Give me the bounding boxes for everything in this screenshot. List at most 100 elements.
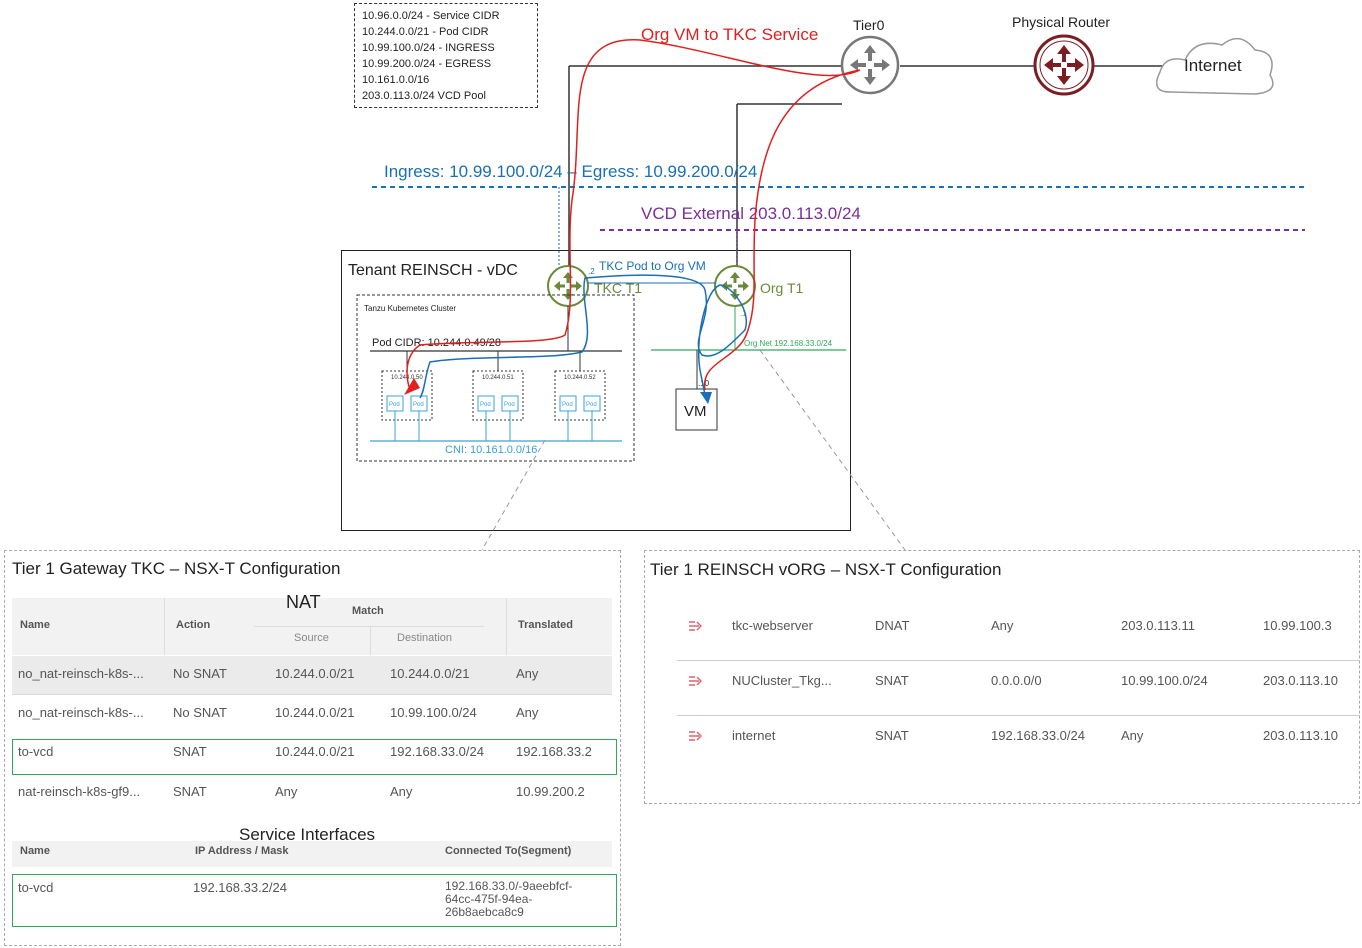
node-label: 10.244.0.51 — [482, 375, 514, 381]
vm-label: VM — [684, 403, 707, 420]
nat-row-source: 10.244.0.0/21 — [275, 744, 355, 759]
vorg-row-action: SNAT — [875, 673, 909, 688]
nat-row-destination: 10.99.100.0/24 — [390, 705, 477, 720]
tkc-cluster-label: Tanzu Kubernetes Cluster — [364, 304, 456, 313]
service-row-connected-1: 192.168.33.0/-9aeebfcf- — [445, 879, 573, 893]
tkc-t1-port-label: .2 — [588, 267, 595, 276]
service-col-ip[interactable]: IP Address / Mask — [195, 845, 289, 857]
vorg-row-destination: 10.99.100.0/24 — [1121, 673, 1208, 688]
vorg-row-action: DNAT — [875, 618, 910, 633]
cidr-legend-item: 203.0.113.0/24 VCD Pool — [362, 90, 486, 102]
cidr-legend-item: 10.161.0.0/16 — [362, 74, 430, 86]
tier0-router-icon — [840, 35, 900, 95]
vorg-row-name[interactable]: NUCluster_Tkg... — [732, 673, 832, 688]
org-t1-port-label: .1 — [740, 309, 747, 318]
service-col-name[interactable]: Name — [20, 845, 50, 857]
pod-label: Pod — [562, 402, 573, 408]
pod-label: Pod — [480, 402, 491, 408]
vorg-gateway-panel-title: Tier 1 REINSCH vORG – NSX-T Configuratio… — [650, 560, 1002, 579]
org-vm-to-tkc-service-path — [406, 39, 861, 391]
service-col-connected[interactable]: Connected To(Segment) — [445, 845, 572, 857]
vcd-external-label: VCD External 203.0.113.0/24 — [641, 204, 861, 223]
nat-row-name[interactable]: no_nat-reinsch-k8s-... — [18, 705, 144, 720]
cidr-legend-item: 10.99.200.0/24 - EGRESS — [362, 58, 492, 70]
vorg-row-name[interactable]: internet — [732, 728, 776, 743]
nat-row-action: SNAT — [173, 744, 207, 759]
nat-row-action: SNAT — [173, 784, 207, 799]
cidr-legend-item: 10.244.0.0/21 - Pod CIDR — [362, 26, 489, 38]
nat-row-action: No SNAT — [173, 705, 227, 720]
ingress-egress-label: Ingress: 10.99.100.0/24 – Egress: 10.99.… — [384, 162, 757, 181]
vorg-row-source: 192.168.33.0/24 — [991, 728, 1085, 743]
pod-cidr-label: Pod CIDR: 10.244.0.49/28 — [372, 337, 501, 349]
pod-label: Pod — [586, 402, 597, 408]
nat-heading: NAT — [286, 592, 321, 612]
vorg-gateway-panel — [644, 550, 1360, 804]
cni-label: CNI: 10.161.0.0/16 — [445, 444, 537, 456]
nat-row-name[interactable]: nat-reinsch-k8s-gf9... — [18, 784, 141, 799]
cidr-legend: 10.96.0.0/24 - Service CIDR 10.244.0.0/2… — [354, 3, 538, 108]
pod-label: Pod — [389, 402, 400, 408]
tier0-label: Tier0 — [853, 17, 885, 33]
vorg-row-destination: 203.0.113.11 — [1121, 618, 1195, 633]
node-0: 10.244.0.50 Pod Pod — [381, 351, 433, 441]
nat-row-destination: 10.244.0.0/21 — [390, 666, 470, 681]
callout-line-right — [759, 349, 906, 551]
vorg-row-translated: 10.99.100.3 — [1263, 618, 1332, 633]
tkc-cluster-box — [356, 294, 635, 462]
tenant-label: Tenant REINSCH - vDC — [348, 262, 518, 279]
nat-rule-icon — [689, 676, 702, 686]
vm-nic-label: .10 — [698, 379, 710, 388]
node-2: 10.244.0.52 Pod Pod — [554, 351, 606, 441]
internet-label: Internet — [1184, 56, 1242, 75]
physical-router-label: Physical Router — [1012, 14, 1110, 30]
to-vcd-nat-highlight — [12, 739, 617, 775]
vorg-row-translated: 203.0.113.10 — [1263, 728, 1338, 743]
node-label: 10.244.0.52 — [564, 375, 596, 381]
service-row-ip: 192.168.33.2/24 — [193, 880, 287, 895]
nat-row-name[interactable]: to-vcd — [18, 744, 54, 759]
vorg-row-source: 0.0.0.0/0 — [991, 673, 1042, 688]
cidr-legend-item: 10.99.100.0/24 - INGRESS — [362, 42, 495, 54]
nat-row-source: 10.244.0.0/21 — [275, 705, 355, 720]
tkc-t1-label: TKC T1 — [594, 280, 642, 296]
col-translated[interactable]: Translated — [518, 619, 574, 631]
tenant-vdc-box — [341, 250, 851, 531]
to-vcd-service-highlight — [12, 874, 617, 927]
service-row-name[interactable]: to-vcd — [18, 880, 54, 895]
nat-row-translated: Any — [516, 705, 539, 720]
nat-row-name[interactable]: no_nat-reinsch-k8s-... — [18, 666, 144, 681]
vorg-row-destination: Any — [1121, 728, 1144, 743]
nat-row-action: No SNAT — [173, 666, 227, 681]
nat-row-source: 10.244.0.0/21 — [275, 666, 355, 681]
nat-row-translated: 192.168.33.2 — [516, 744, 592, 759]
nat-row-translated: 10.99.200.2 — [516, 784, 585, 799]
col-destination[interactable]: Destination — [397, 632, 453, 644]
service-row-connected-3: 26b8aebca8c9 — [445, 905, 524, 919]
nat-row-destination: 192.168.33.0/24 — [390, 744, 484, 759]
callout-line-left — [481, 439, 546, 551]
vorg-row-translated: 203.0.113.10 — [1263, 673, 1338, 688]
tkc-gateway-panel-title: Tier 1 Gateway TKC – NSX-T Configuration — [12, 559, 341, 578]
nat-row-highlight — [12, 656, 612, 694]
pod-label: Pod — [504, 402, 515, 408]
org-vm-to-tkc-label: Org VM to TKC Service — [641, 25, 818, 44]
service-table-header — [12, 841, 612, 867]
tkc-pod-to-org-vm-path — [419, 274, 748, 399]
node-1: 10.244.0.51 Pod Pod — [472, 351, 524, 441]
col-match: Match — [352, 605, 384, 617]
col-source[interactable]: Source — [294, 632, 329, 644]
vorg-row-action: SNAT — [875, 728, 909, 743]
col-action[interactable]: Action — [176, 619, 211, 631]
cidr-legend-item: 10.96.0.0/24 - Service CIDR — [362, 10, 500, 22]
blue-arrow-head-icon — [700, 392, 712, 404]
org-t1-router-icon — [714, 265, 756, 307]
vorg-row-name[interactable]: tkc-webserver — [732, 618, 813, 633]
col-name[interactable]: Name — [20, 619, 50, 631]
service-interfaces-heading: Service Interfaces — [239, 825, 376, 844]
vorg-row-source: Any — [991, 618, 1014, 633]
nat-row-translated: Any — [516, 666, 539, 681]
tkc-pod-to-org-label: TKC Pod to Org VM — [599, 259, 706, 273]
org-t1-label: Org T1 — [760, 280, 804, 296]
nat-row-destination: Any — [390, 784, 413, 799]
